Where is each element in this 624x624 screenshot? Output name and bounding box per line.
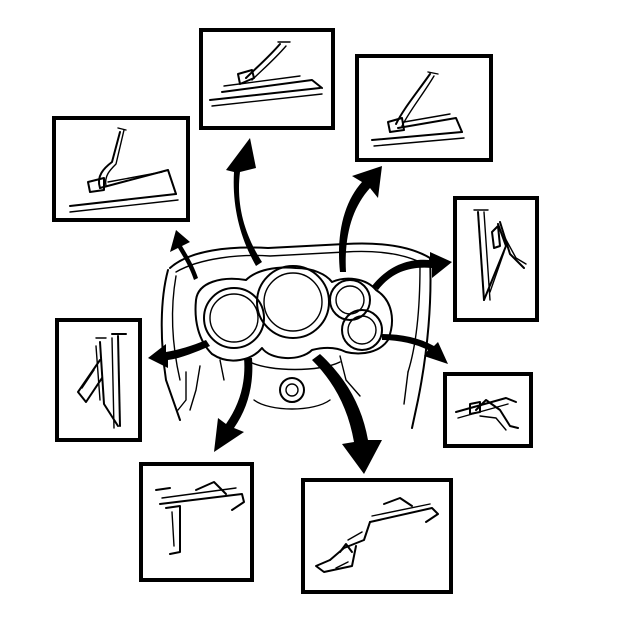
- clip-3-box: [355, 54, 493, 162]
- arrow-to-clip-4: [372, 252, 452, 290]
- arrow-to-clip-7: [214, 358, 253, 452]
- clip-6-box: [55, 318, 142, 442]
- arrow-to-clip-3: [338, 166, 382, 272]
- clip-4-box: [453, 196, 539, 322]
- arrows: [148, 138, 452, 474]
- clip-8-box: [301, 478, 453, 594]
- clip-6-drawing: [77, 333, 127, 429]
- instrument-cluster: [160, 242, 432, 429]
- clip-1-drawing: [69, 127, 179, 213]
- arrow-to-clip-2: [226, 138, 262, 266]
- clip-3-drawing: [371, 71, 465, 147]
- clip-8-drawing: [315, 497, 439, 573]
- clip-7-drawing: [155, 481, 245, 555]
- clip-5-drawing: [455, 397, 519, 431]
- clip-7-box: [139, 462, 254, 582]
- arrow-to-clip-5: [382, 334, 448, 364]
- clip-1-box: [52, 116, 190, 222]
- clip-2-drawing: [209, 41, 323, 107]
- clip-4-drawing: [473, 209, 527, 301]
- clip-5-box: [443, 372, 533, 448]
- clip-2-box: [199, 28, 335, 130]
- arrow-to-clip-6: [148, 340, 210, 368]
- arrow-to-clip-1: [170, 230, 198, 280]
- arrow-to-clip-8: [312, 354, 382, 474]
